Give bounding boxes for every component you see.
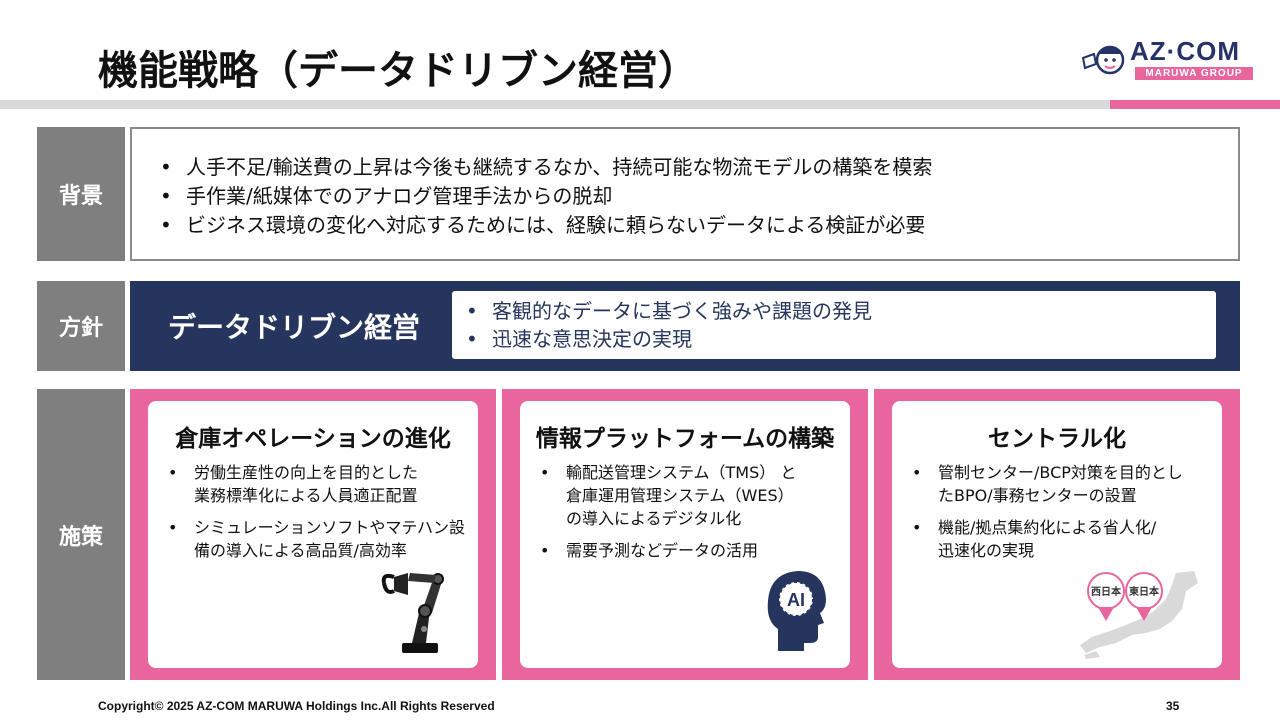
- background-list: 人手不足/輸送費の上昇は今後も継続するなか、持続可能な物流モデルの構築を模索 手…: [160, 153, 932, 240]
- list-item-line: たBPO/事務センターの設置: [938, 486, 1137, 505]
- list-item-line: 労働生産性の向上を目的とした: [194, 463, 419, 482]
- card-list: 輸配送管理システム（TMS） と 倉庫運用管理システム（WES） の導入によるデ…: [540, 461, 796, 571]
- logo-main-text: AZ·COM: [1130, 36, 1240, 66]
- policy-title: データドリブン経営: [168, 311, 421, 344]
- list-item: 輸配送管理システム（TMS） と 倉庫運用管理システム（WES） の導入によるデ…: [540, 461, 796, 530]
- page-number: 35: [1166, 699, 1180, 713]
- robot-arm-icon: [381, 573, 444, 653]
- label-measures: 施策: [37, 389, 125, 680]
- list-item: 迅速な意思決定の実現: [466, 325, 872, 353]
- map-pin-west: 西日本: [1091, 585, 1122, 598]
- measure-card-warehouse: 倉庫オペレーションの進化 労働生産性の向上を目的とした 業務標準化による人員適正…: [130, 389, 496, 680]
- list-item-line: 輸配送管理システム（TMS） と: [566, 463, 797, 482]
- list-item-line: 管制センター/BCP対策を目的とし: [938, 463, 1183, 482]
- ai-head-icon: AI: [767, 571, 826, 651]
- page-title: 機能戦略（データドリブン経営）: [98, 48, 698, 94]
- card-list: 労働生産性の向上を目的とした 業務標準化による人員適正配置 シミュレーションソフ…: [168, 461, 465, 571]
- list-item: 機能/拠点集約化による省人化/ 迅速化の実現: [912, 516, 1183, 562]
- label-policy: 方針: [37, 281, 125, 371]
- card-list: 管制センター/BCP対策を目的とし たBPO/事務センターの設置 機能/拠点集約…: [912, 461, 1183, 571]
- list-item-line: シミュレーションソフトやマテハン設: [194, 518, 466, 537]
- map-pin-east: 東日本: [1129, 585, 1160, 598]
- measure-card-central: セントラル化 管制センター/BCP対策を目的とし たBPO/事務センターの設置 …: [874, 389, 1240, 680]
- logo-sub-text: MARUWA GROUP: [1135, 67, 1253, 80]
- copyright: Copyright© 2025 AZ-COM MARUWA Holdings I…: [98, 699, 495, 713]
- label-background: 背景: [37, 127, 125, 261]
- title-underline-accent: [1110, 100, 1280, 109]
- list-item: 需要予測などデータの活用: [540, 539, 796, 562]
- list-item-line: の導入によるデジタル化: [566, 509, 742, 528]
- list-item: 手作業/紙媒体でのアナログ管理手法からの脱却: [160, 182, 932, 211]
- mascot-logo-icon: [1081, 45, 1125, 75]
- card-body: 倉庫オペレーションの進化 労働生産性の向上を目的とした 業務標準化による人員適正…: [148, 401, 478, 668]
- card-body: 情報プラットフォームの構築 輸配送管理システム（TMS） と 倉庫運用管理システ…: [520, 401, 850, 668]
- company-logo: AZ·COM MARUWA GROUP: [1080, 36, 1255, 82]
- policy-box: データドリブン経営 客観的なデータに基づく強みや課題の発見 迅速な意思決定の実現: [130, 281, 1240, 371]
- list-item-line: 需要予測などデータの活用: [566, 541, 759, 560]
- ai-icon-label: AI: [787, 590, 805, 610]
- list-item-line: 機能/拠点集約化による省人化/: [938, 518, 1157, 537]
- card-title: 倉庫オペレーションの進化: [175, 426, 451, 452]
- policy-list: 客観的なデータに基づく強みや課題の発見 迅速な意思決定の実現: [466, 297, 872, 353]
- japan-map-icon: 西日本 東日本: [1080, 571, 1198, 659]
- list-item-line: 業務標準化による人員適正配置: [194, 486, 418, 505]
- list-item-line: 迅速化の実現: [938, 541, 1035, 560]
- list-item: 労働生産性の向上を目的とした 業務標準化による人員適正配置: [168, 461, 465, 507]
- title-underline: [0, 100, 1110, 109]
- list-item: シミュレーションソフトやマテハン設 備の導入による高品質/高効率: [168, 516, 465, 562]
- list-item: 管制センター/BCP対策を目的とし たBPO/事務センターの設置: [912, 461, 1183, 507]
- list-item-line: 備の導入による高品質/高効率: [194, 541, 407, 560]
- list-item-line: 倉庫運用管理システム（WES）: [566, 486, 794, 505]
- card-body: セントラル化 管制センター/BCP対策を目的とし たBPO/事務センターの設置 …: [892, 401, 1222, 668]
- list-item: 客観的なデータに基づく強みや課題の発見: [466, 297, 872, 325]
- list-item: 人手不足/輸送費の上昇は今後も継続するなか、持続可能な物流モデルの構築を模索: [160, 153, 932, 182]
- policy-points-box: 客観的なデータに基づく強みや課題の発見 迅速な意思決定の実現: [452, 291, 1216, 359]
- measure-card-platform: 情報プラットフォームの構築 輸配送管理システム（TMS） と 倉庫運用管理システ…: [502, 389, 868, 680]
- list-item: ビジネス環境の変化へ対応するためには、経験に頼らないデータによる検証が必要: [160, 211, 932, 240]
- card-title: セントラル化: [988, 426, 1126, 452]
- background-box: 人手不足/輸送費の上昇は今後も継続するなか、持続可能な物流モデルの構築を模索 手…: [130, 127, 1240, 261]
- card-title: 情報プラットフォームの構築: [535, 426, 835, 452]
